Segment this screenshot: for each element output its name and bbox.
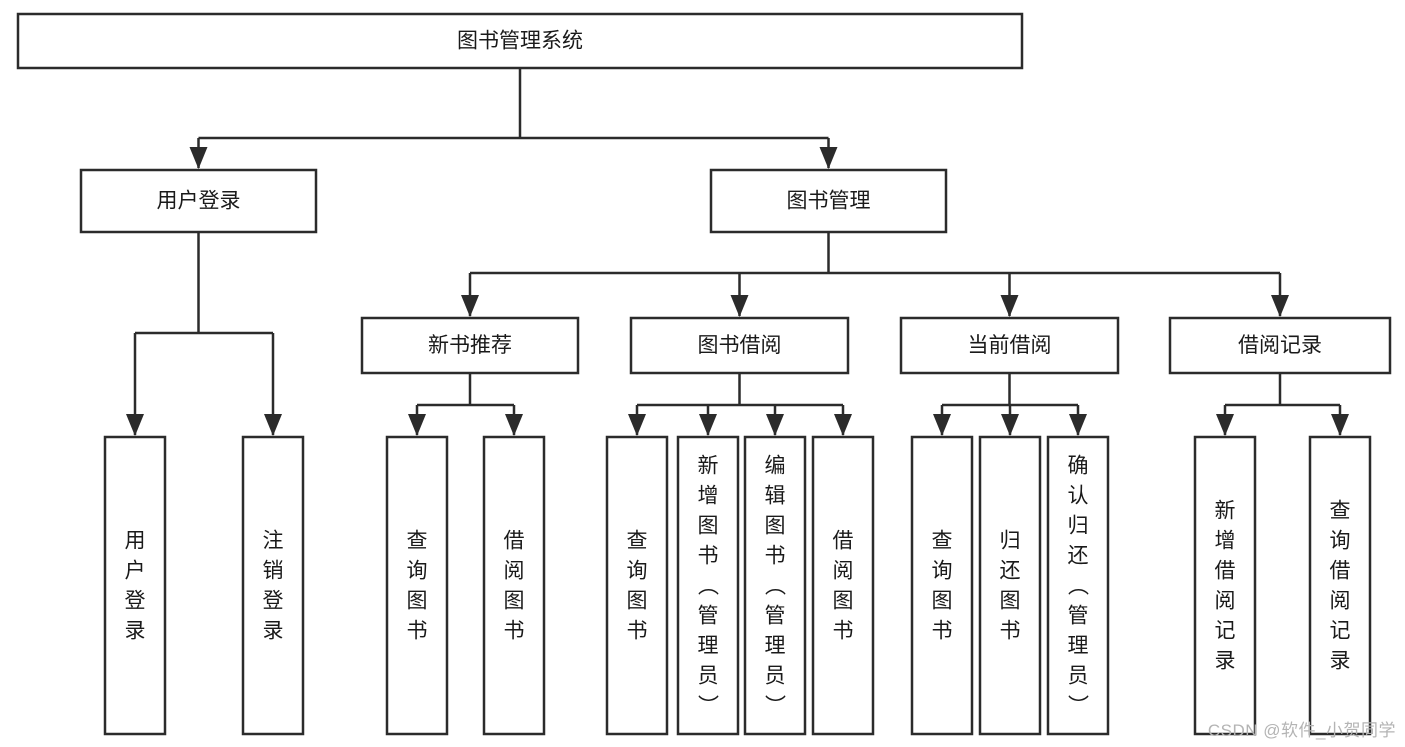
node-box-leaf-query-book-borrow — [605, 435, 669, 736]
node-leaf-borrow-book-recommend[interactable]: 借阅图书 — [482, 435, 546, 736]
node-leaf-logout[interactable]: 注销登录 — [241, 435, 305, 736]
node-label-leaf-confirm-return-admin: 确认归还（管理员） — [1068, 455, 1090, 718]
node-box-current-borrow — [899, 316, 1120, 375]
node-box-leaf-borrow-book-recommend — [482, 435, 546, 736]
node-leaf-user-login[interactable]: 用户登录 — [103, 435, 167, 736]
node-user-login[interactable]: 用户登录 — [79, 168, 318, 234]
arrow-to-book-manage — [819, 147, 838, 169]
node-label-book-borrow: 图书借阅 — [698, 334, 782, 357]
nodes-layer: 图书管理系统用户登录图书管理新书推荐图书借阅当前借阅借阅记录用户登录注销登录查询… — [16, 12, 1392, 736]
node-box-borrow-record — [1168, 316, 1392, 375]
arrow-to-new-book-recommend — [461, 295, 479, 317]
node-label-leaf-query-book-borrow: 查询图书 — [627, 530, 648, 643]
arrow-to-borrow-record — [1271, 295, 1289, 317]
node-book-borrow[interactable]: 图书借阅 — [629, 316, 850, 375]
node-box-leaf-confirm-return-admin — [1046, 435, 1110, 736]
node-label-leaf-add-borrow-record: 新增借阅记录 — [1215, 500, 1236, 673]
arrow-to-leaf-query-book-borrow — [628, 414, 646, 436]
node-label-new-book-recommend: 新书推荐 — [428, 334, 512, 357]
node-leaf-query-book-borrow[interactable]: 查询图书 — [605, 435, 669, 736]
node-box-leaf-borrow-book — [811, 435, 875, 736]
node-book-manage[interactable]: 图书管理 — [709, 168, 948, 234]
node-leaf-query-borrow-record[interactable]: 查询借阅记录 — [1308, 435, 1372, 736]
arrow-to-leaf-return-book — [1001, 414, 1019, 436]
node-box-leaf-return-book — [978, 435, 1042, 736]
arrow-to-leaf-borrow-book — [834, 414, 852, 436]
node-box-leaf-logout — [241, 435, 305, 736]
node-label-book-manage: 图书管理 — [787, 190, 871, 213]
arrow-to-leaf-logout — [264, 414, 282, 436]
node-label-leaf-add-book-admin: 新增图书（管理员） — [698, 455, 720, 718]
arrow-to-book-borrow — [730, 295, 749, 317]
node-box-leaf-add-book-admin — [676, 435, 740, 736]
arrow-to-leaf-borrow-book-recommend — [505, 414, 523, 436]
node-leaf-borrow-book[interactable]: 借阅图书 — [811, 435, 875, 736]
node-leaf-edit-book-admin[interactable]: 编辑图书（管理员） — [743, 435, 807, 736]
node-label-leaf-query-book-recommend: 查询图书 — [407, 530, 428, 643]
node-root[interactable]: 图书管理系统 — [16, 12, 1024, 70]
csdn-watermark: CSDN @软件_小贺同学 — [1207, 721, 1396, 740]
arrow-to-current-borrow — [1000, 295, 1019, 317]
node-box-leaf-user-login — [103, 435, 167, 736]
node-box-book-borrow — [629, 316, 850, 375]
node-new-book-recommend[interactable]: 新书推荐 — [360, 316, 580, 375]
node-label-root: 图书管理系统 — [457, 30, 583, 53]
arrow-to-leaf-add-borrow-record — [1216, 414, 1234, 436]
node-label-leaf-borrow-book-recommend: 借阅图书 — [504, 530, 525, 643]
node-label-leaf-user-login: 用户登录 — [125, 530, 146, 643]
node-box-leaf-edit-book-admin — [743, 435, 807, 736]
connectors-layer — [126, 68, 1349, 436]
arrow-to-leaf-confirm-return-admin — [1069, 414, 1087, 436]
node-box-book-manage — [709, 168, 948, 234]
arrow-to-leaf-add-book-admin — [699, 414, 717, 436]
node-box-leaf-query-borrow-record — [1308, 435, 1372, 736]
node-label-leaf-borrow-book: 借阅图书 — [833, 530, 854, 643]
node-label-leaf-edit-book-admin: 编辑图书（管理员） — [765, 455, 787, 718]
node-leaf-query-book-recommend[interactable]: 查询图书 — [385, 435, 449, 736]
node-label-leaf-return-book: 归还图书 — [1000, 530, 1021, 643]
node-box-new-book-recommend — [360, 316, 580, 375]
node-leaf-query-book-current[interactable]: 查询图书 — [910, 435, 974, 736]
node-leaf-return-book[interactable]: 归还图书 — [978, 435, 1042, 736]
arrow-to-leaf-query-book-recommend — [408, 414, 426, 436]
node-box-leaf-query-book-recommend — [385, 435, 449, 736]
node-current-borrow[interactable]: 当前借阅 — [899, 316, 1120, 375]
node-label-current-borrow: 当前借阅 — [968, 334, 1052, 357]
node-label-leaf-query-book-current: 查询图书 — [932, 530, 953, 643]
arrow-to-leaf-query-borrow-record — [1331, 414, 1349, 436]
node-label-leaf-logout: 注销登录 — [263, 530, 284, 643]
node-label-user-login: 用户登录 — [157, 190, 241, 213]
arrow-to-leaf-edit-book-admin — [766, 414, 784, 436]
node-label-borrow-record: 借阅记录 — [1238, 334, 1322, 357]
node-box-leaf-query-book-current — [910, 435, 974, 736]
node-box-root — [16, 12, 1024, 70]
node-box-leaf-add-borrow-record — [1193, 435, 1257, 736]
arrow-to-user-login — [189, 147, 208, 169]
node-leaf-add-book-admin[interactable]: 新增图书（管理员） — [676, 435, 740, 736]
node-leaf-confirm-return-admin[interactable]: 确认归还（管理员） — [1046, 435, 1110, 736]
node-leaf-add-borrow-record[interactable]: 新增借阅记录 — [1193, 435, 1257, 736]
node-box-user-login — [79, 168, 318, 234]
arrow-to-leaf-query-book-current — [933, 414, 951, 436]
node-borrow-record[interactable]: 借阅记录 — [1168, 316, 1392, 375]
arrow-to-leaf-user-login — [126, 414, 144, 436]
node-label-leaf-query-borrow-record: 查询借阅记录 — [1330, 500, 1351, 673]
